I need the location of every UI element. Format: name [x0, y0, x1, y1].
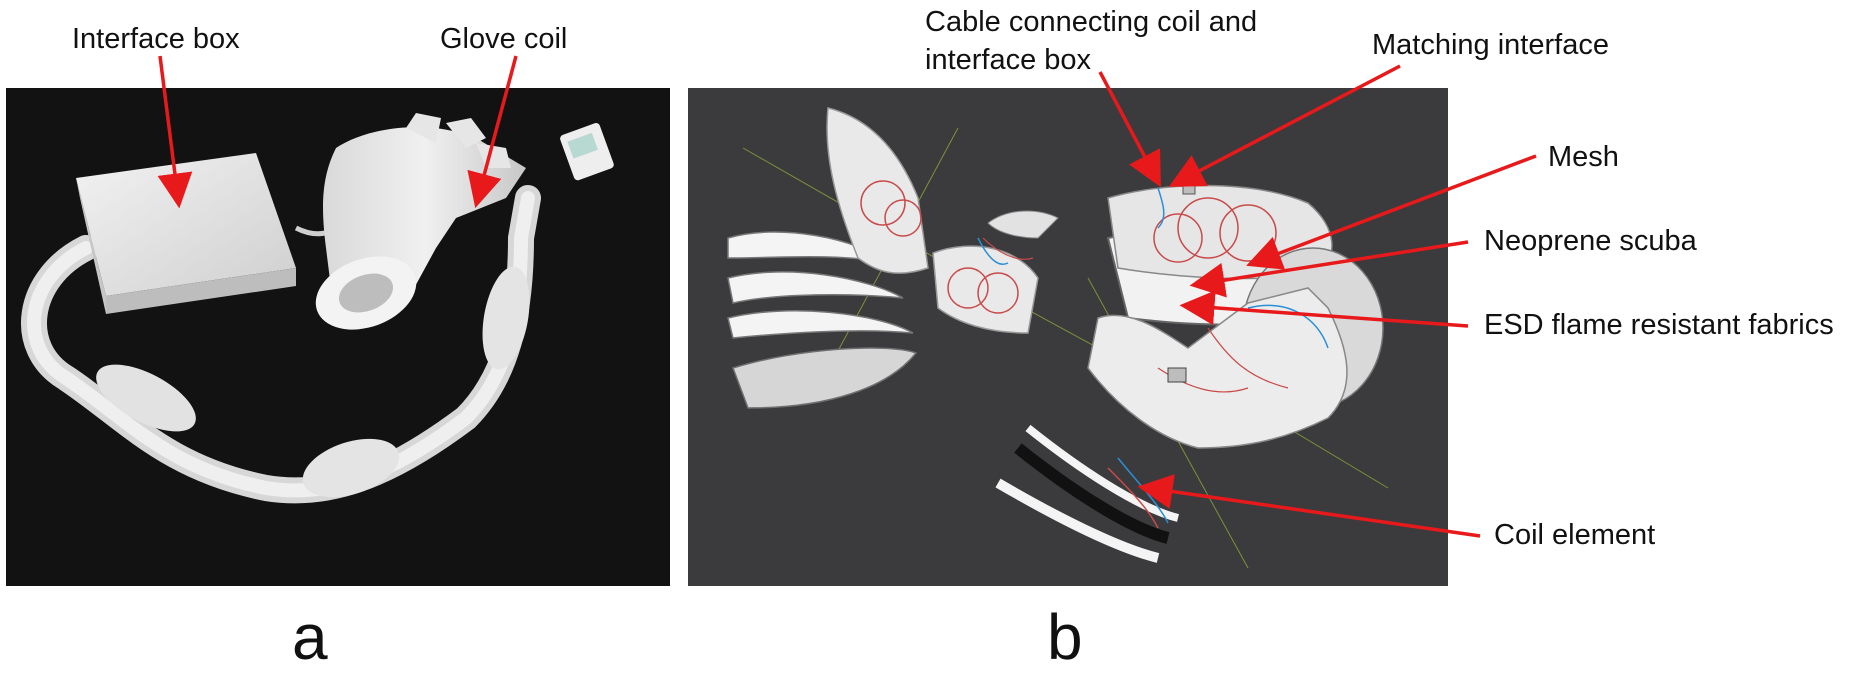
- label-neoprene-scuba: Neoprene scuba: [1484, 225, 1697, 257]
- panel-b-illustration: [688, 88, 1448, 586]
- label-mesh: Mesh: [1548, 141, 1619, 173]
- label-interface-box: Interface box: [72, 23, 240, 55]
- panel-letter-a: a: [292, 601, 328, 673]
- label-glove-coil: Glove coil: [440, 23, 568, 55]
- glove-coil-hand: [1087, 287, 1348, 449]
- cable-bulge: [482, 266, 530, 370]
- folded-glove-part: [826, 107, 929, 274]
- glove-coil-photo-drawing: [21, 113, 614, 504]
- cable-bulge: [96, 364, 196, 432]
- interface-box: [76, 153, 296, 296]
- fabric-layer: [727, 310, 914, 339]
- label-coil-element: Coil element: [1494, 519, 1656, 551]
- panel-a-photo: [6, 88, 670, 586]
- cable-bulge: [302, 438, 400, 498]
- middle-coil-part: [932, 245, 1039, 334]
- mesh-layer: [732, 347, 918, 409]
- exploded-view-drawing: [727, 107, 1389, 569]
- label-cable-line2: interface box: [925, 44, 1092, 76]
- fabric-layer: [727, 271, 904, 304]
- label-cable-line1: Cable connecting coil and: [925, 6, 1258, 38]
- label-esd-fabrics: ESD flame resistant fabrics: [1484, 309, 1834, 341]
- panel-letter-b: b: [1047, 601, 1083, 673]
- label-matching-interface: Matching interface: [1372, 29, 1609, 61]
